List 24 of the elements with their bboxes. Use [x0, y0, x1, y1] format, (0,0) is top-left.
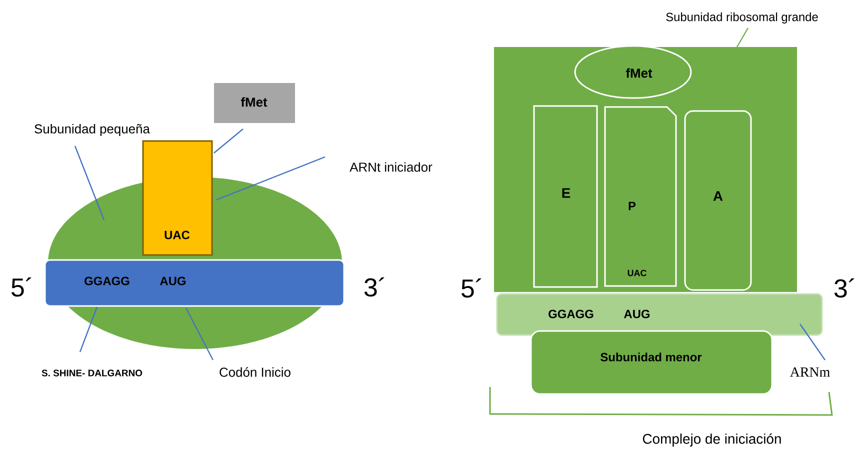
leader-line	[79, 306, 98, 352]
strand-end-label: 3´	[364, 277, 384, 297]
leader-line	[736, 28, 749, 48]
leader-line	[216, 156, 326, 201]
leader-line	[74, 146, 105, 220]
strand-end-label: 3´	[834, 278, 854, 298]
part-label: Codón Inicio	[220, 367, 290, 377]
caption: Complejo de iniciación	[642, 433, 781, 447]
mrna-bar: GGAGG AUG	[496, 293, 823, 336]
strand-end-label: 5´	[12, 277, 32, 297]
part-label: S. SHINE- DALGARNO	[42, 370, 142, 376]
leader-line	[214, 128, 244, 154]
small-subunit-box: Subunidad menor	[530, 330, 773, 395]
part-label: Subunidad ribosomal grande	[666, 12, 818, 24]
strand-end-label: 5´	[462, 278, 482, 298]
site-box: P UAC	[604, 106, 677, 287]
part-label: Subunidad pequeña	[34, 124, 150, 136]
leader-line	[800, 324, 826, 360]
site-box: A	[684, 110, 752, 291]
site-box: E	[533, 105, 598, 288]
part-label: ARNm	[790, 367, 830, 377]
amino-acid-box: fMet	[214, 83, 295, 123]
part-label: ARNt iniciador	[350, 162, 432, 172]
trna-box: UAC	[142, 140, 213, 256]
